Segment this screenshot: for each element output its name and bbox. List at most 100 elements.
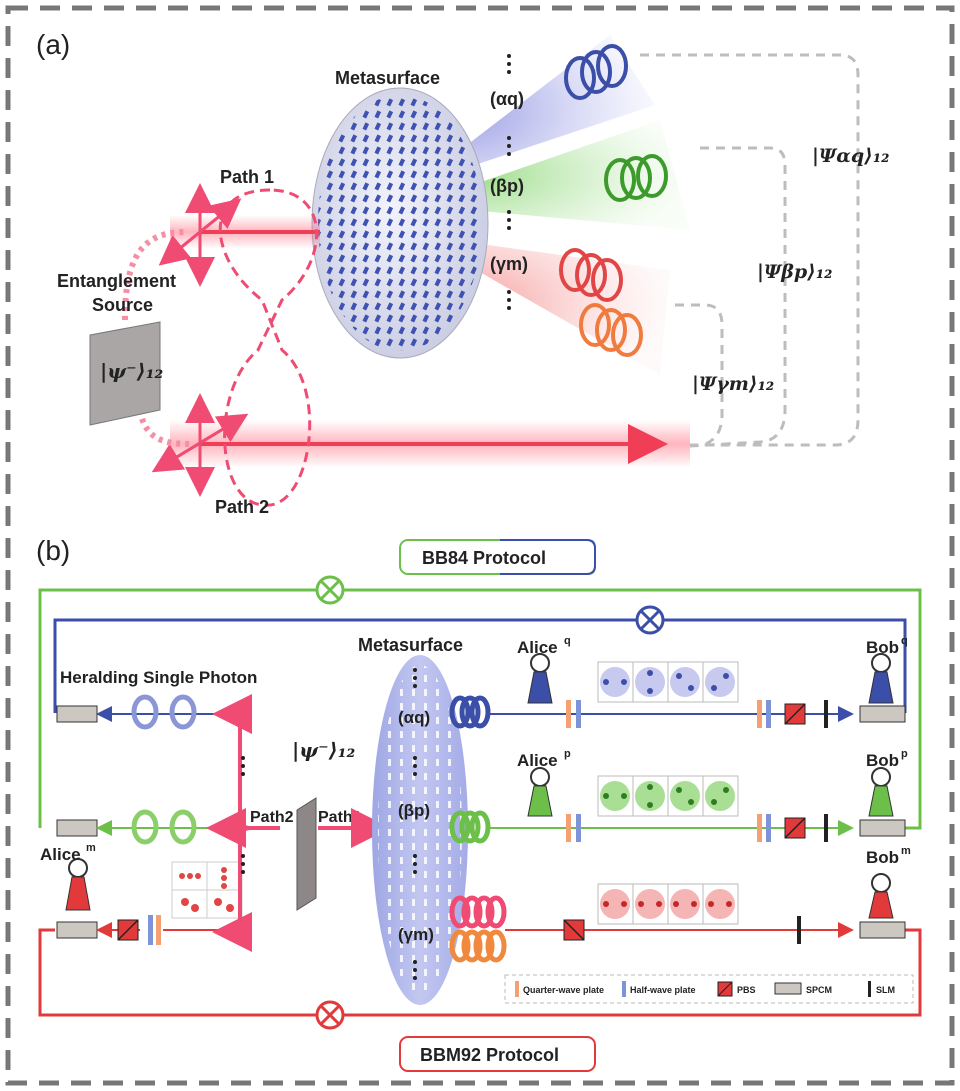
order-alpha-a: (αq) (490, 89, 524, 109)
branch-dots (241, 756, 245, 874)
metasurface-a (311, 87, 489, 359)
bbm92-label-box (399, 1036, 596, 1072)
alice-q-body-icon (527, 671, 553, 704)
alice-p-label: Alice (517, 751, 558, 770)
qwp-beta-a-icon (566, 814, 571, 842)
bob-p-sup: p (901, 748, 908, 760)
legend-hwp-label: Half-wave plate (630, 985, 696, 995)
legend-slm-icon (868, 981, 871, 997)
alice-m-pattern-grid (171, 861, 243, 919)
herald-green-helix-icon (131, 809, 197, 845)
gamma-helix-red-icon (449, 895, 507, 929)
spcm-right-red (859, 921, 906, 939)
bob-q-sup: q (901, 635, 908, 647)
alice-m-sup: m (86, 842, 96, 854)
source-label-line2: Source (92, 295, 153, 315)
slm-gamma-icon (797, 916, 801, 944)
gamma-state-link (675, 303, 724, 448)
path1-mirror-icon (158, 183, 242, 287)
qwp-alpha-b-icon (757, 700, 762, 728)
figure-frame (5, 5, 955, 1086)
bob-p-body-icon (868, 785, 894, 817)
order-beta-a: (βp) (490, 176, 524, 196)
spcm-right-blue (859, 705, 906, 723)
gamma-helix-orange-icon (449, 929, 507, 963)
beta-pattern-strip (597, 775, 739, 817)
order-beta-b: (βp) (398, 801, 430, 820)
metasurface-a-label: Metasurface (335, 68, 440, 88)
hwp-alpha-b-icon (766, 700, 771, 728)
alpha-pattern-strip (597, 661, 739, 703)
order-alpha-b: (αq) (398, 708, 430, 727)
spcm-right-green (859, 819, 906, 837)
spcm-left-red (56, 921, 98, 939)
slm-beta-icon (824, 814, 828, 842)
bb84-label: BB84 Protocol (422, 548, 546, 568)
alice-m-label: Alice (40, 845, 81, 864)
order-gamma-a: (γm) (490, 254, 528, 274)
bb84-blue-loop (53, 618, 907, 713)
state-beta: |Ψβp⟩₁₂ (757, 261, 833, 283)
bob-p-label: Bob (866, 751, 899, 770)
order-dots-b (413, 668, 417, 980)
orange-helix-icon (579, 303, 643, 357)
legend-spcm-icon (774, 982, 802, 995)
beta-helix-b-icon (449, 810, 491, 844)
bob-m-sup: m (901, 845, 911, 857)
source-state-a: |ψ⁻⟩₁₂ (100, 359, 164, 383)
heralding-label: Heralding Single Photon (60, 668, 257, 687)
entanglement-loop (218, 188, 318, 507)
legend-hwp-icon (622, 981, 626, 997)
beta-state-link (689, 146, 787, 448)
bbm92-label: BBM92 Protocol (420, 1045, 559, 1065)
panel-b-label: (b) (36, 535, 70, 566)
path2-label-a: Path 2 (215, 497, 269, 517)
metasurface-b (372, 655, 468, 1005)
legend-spcm-label: SPCM (806, 985, 832, 995)
blue-helix-icon (564, 44, 628, 100)
alice-p-head-icon (530, 767, 550, 787)
spcm-left-blue (56, 705, 98, 723)
bob-q-body-icon (868, 671, 894, 704)
legend-b: Quarter-wave plate Half-wave plate PBS S… (504, 974, 914, 1004)
legend-qwp-icon (515, 981, 519, 997)
gamma-pattern-strip (597, 883, 739, 925)
qwp-alpha-a-icon (566, 700, 571, 728)
state-alpha: |Ψαq⟩₁₂ (812, 145, 890, 167)
alice-q-label: Alice (517, 638, 558, 657)
alice-p-sup: p (564, 748, 571, 760)
source-plate-b (296, 797, 317, 911)
bob-m-head-icon (871, 873, 891, 893)
legend-pbs-label: PBS (737, 985, 756, 995)
path1-label-b: Path1 (318, 809, 362, 826)
bob-p-head-icon (871, 767, 891, 787)
green-helix-icon (604, 154, 668, 202)
legend-slm-label: SLM (876, 985, 895, 995)
panel-a: (a) Metasurface (36, 29, 890, 517)
source-feed-top (122, 229, 186, 321)
red-helix-icon (559, 248, 623, 302)
bob-q-label: Bob (866, 638, 899, 657)
alice-q-sup: q (564, 635, 571, 647)
hwp-beta-b-icon (766, 814, 771, 842)
order-dots-a (507, 54, 511, 310)
panel-b: (b) BB84 Protocol BBM92 Protocol Hera (36, 535, 922, 1072)
metasurface-b-label: Metasurface (358, 635, 463, 655)
bob-m-label: Bob (866, 848, 899, 867)
qwp-beta-b-icon (757, 814, 762, 842)
source-label-line1: Entanglement (57, 271, 176, 291)
bb84-green-loop (38, 588, 922, 830)
path2-mirror-icon (151, 393, 249, 497)
hwp-left-icon (148, 915, 153, 945)
order-gamma-b: (γm) (398, 925, 434, 944)
path1-label-a: Path 1 (220, 167, 274, 187)
panel-a-label: (a) (36, 29, 70, 60)
spcm-left-green (56, 819, 98, 837)
path2-label-b: Path2 (250, 809, 294, 826)
state-gamma: |Ψγm⟩₁₂ (692, 373, 774, 395)
hwp-beta-a-icon (576, 814, 581, 842)
alice-m-body-icon (65, 876, 91, 911)
bob-m-body-icon (868, 891, 894, 919)
alpha-state-link (640, 53, 860, 447)
bbm92-red-loop (38, 928, 922, 1017)
